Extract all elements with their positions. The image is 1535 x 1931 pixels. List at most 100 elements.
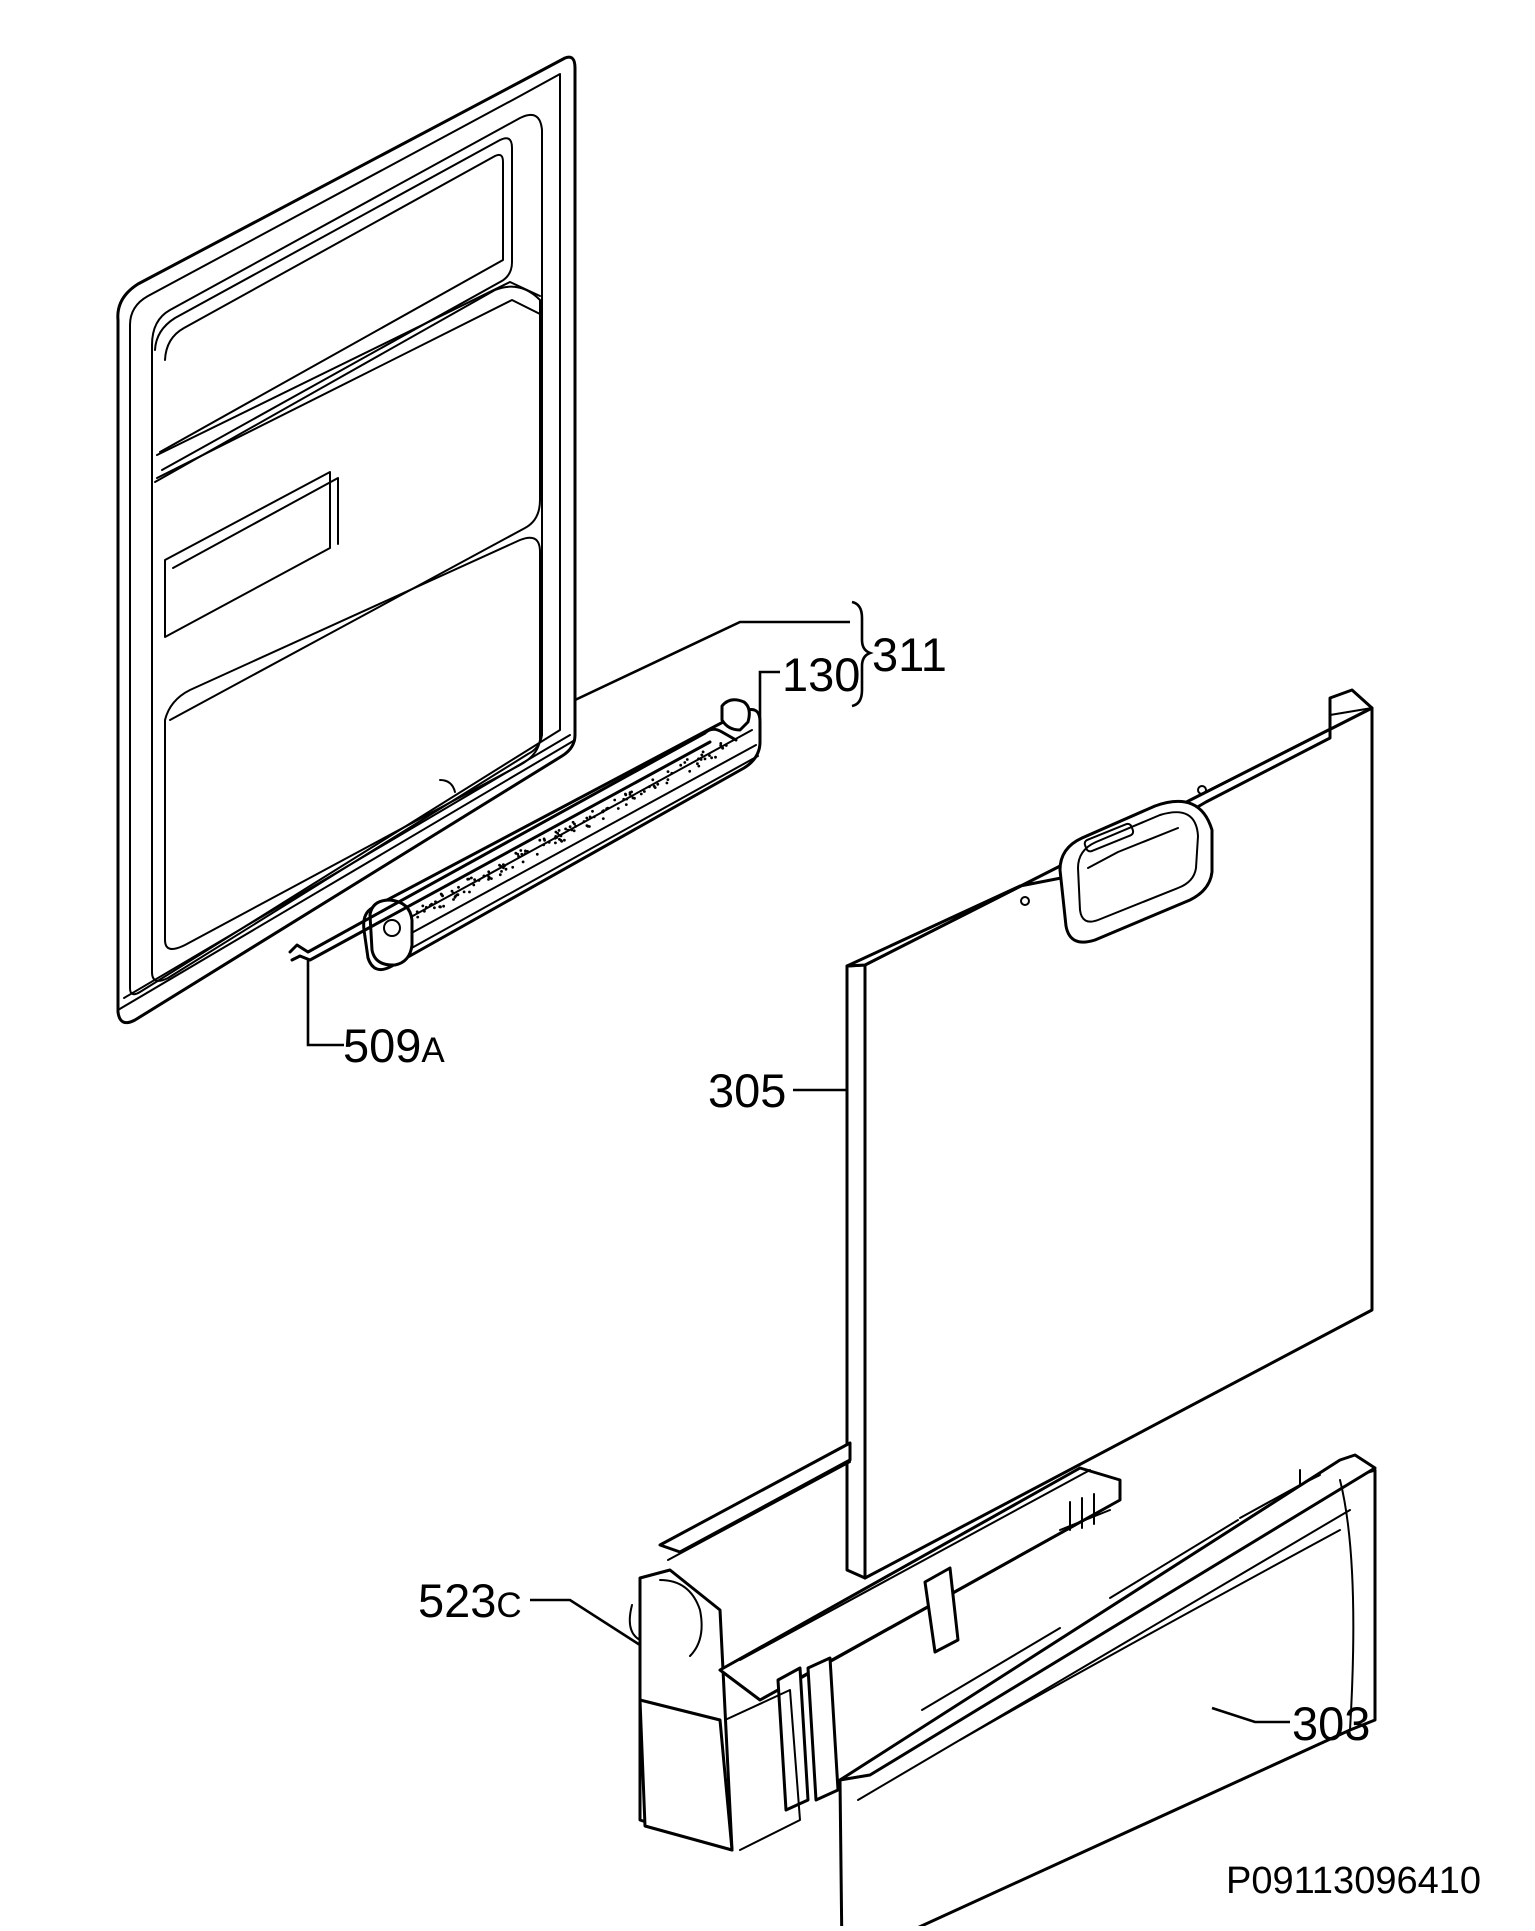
seal-texture-dot — [591, 809, 594, 813]
seal-texture-dot — [710, 756, 713, 760]
seal-texture-dot — [708, 754, 711, 757]
seal-texture-dot — [639, 792, 643, 796]
seal-texture-dot — [502, 866, 505, 870]
seal-texture-dot — [633, 796, 636, 800]
seal-texture-dot — [670, 771, 674, 775]
seal-texture-dot — [430, 902, 433, 906]
seal-texture-dot — [688, 769, 692, 773]
callout-509a-suffix: A — [421, 1031, 445, 1070]
seal-texture-dot — [574, 824, 578, 828]
seal-texture-dot — [526, 850, 529, 853]
callout-509a: 509A — [343, 1019, 445, 1072]
seal-texture-dot — [554, 835, 558, 838]
seal-texture-dot — [624, 793, 628, 797]
seal-texture-dot — [585, 816, 589, 820]
seal-texture-dot — [643, 790, 646, 793]
callout-311: 311 — [872, 628, 947, 681]
seal-texture-dot — [487, 875, 490, 878]
seal-texture-dot — [564, 827, 567, 831]
seal-texture-dot — [554, 841, 557, 845]
seal-texture-dot — [679, 763, 683, 767]
seal-texture-dot — [719, 742, 723, 745]
seal-texture-dot — [622, 797, 626, 801]
seal-texture-dot — [601, 810, 605, 814]
callout-305: 305 — [708, 1064, 786, 1117]
seal-texture-dot — [538, 838, 542, 842]
seal-texture-dot — [624, 803, 628, 806]
seal-texture-dot — [466, 877, 470, 881]
seal-texture-dot — [628, 793, 632, 796]
seal-texture-dot — [516, 852, 520, 856]
callout-523c-number: 523 — [418, 1574, 496, 1627]
seal-texture-dot — [477, 879, 481, 882]
seal-texture-dot — [535, 852, 539, 856]
seal-texture-dot — [438, 905, 442, 909]
seal-texture-dot — [588, 825, 591, 828]
drawing-code: P09113096410 — [1226, 1860, 1481, 1902]
seal-texture-dot — [473, 878, 476, 881]
kick-plate — [838, 1453, 1377, 1931]
seal-texture-dot — [558, 837, 561, 841]
seal-texture-dot — [502, 863, 505, 866]
seal-texture-dot — [582, 820, 586, 823]
seal-texture-dot — [666, 770, 670, 773]
seal-texture-dot — [519, 849, 523, 852]
seal-texture-dot — [421, 904, 425, 908]
seal-texture-dot — [504, 867, 508, 871]
seal-texture-dot — [442, 904, 445, 908]
seal-texture-dot — [472, 883, 476, 887]
seal-texture-dot — [697, 757, 700, 761]
seal-texture-dot — [557, 829, 561, 832]
seal-texture-dot — [685, 758, 689, 761]
seal-texture-dot — [648, 785, 651, 789]
seal-texture-dot — [656, 782, 660, 786]
seal-texture-dot — [523, 852, 527, 855]
seal-texture-dot — [452, 898, 455, 901]
callout-523c-suffix: C — [496, 1586, 521, 1625]
seal-texture-dot — [559, 834, 563, 838]
seal-texture-dot — [517, 855, 520, 858]
seal-texture-dot — [588, 815, 592, 819]
seal-texture-dot — [415, 910, 419, 914]
seal-texture-dot — [424, 905, 428, 909]
seal-texture-dot — [441, 894, 444, 898]
callout-523c: 523C — [418, 1574, 522, 1627]
seal-texture-dot — [482, 874, 486, 878]
seal-texture-dot — [434, 900, 437, 904]
seal-texture-dot — [699, 758, 703, 761]
callout-130: 130 — [782, 648, 860, 701]
seal-texture-dot — [566, 828, 570, 832]
seal-texture-dot — [571, 820, 575, 824]
seal-texture-dot — [560, 839, 564, 843]
seal-texture-dot — [462, 890, 466, 894]
seal-texture-dot — [721, 746, 725, 750]
callout-labels: 311 130 509A 305 523C 303 P09113096410 — [343, 628, 1481, 1902]
seal-texture-dot — [521, 860, 525, 864]
seal-texture-dot — [450, 889, 454, 893]
seal-texture-dot — [468, 890, 471, 894]
seal-texture-dot — [572, 829, 576, 833]
seal-texture-dot — [500, 870, 503, 873]
outer-door-panel — [845, 688, 1374, 1580]
seal-texture-dot — [605, 807, 609, 811]
seal-texture-dot — [568, 825, 572, 829]
seal-texture-dot — [542, 843, 546, 847]
seal-texture-dot — [696, 762, 699, 766]
seal-texture-dot — [666, 778, 670, 781]
seal-texture-dot — [697, 764, 701, 768]
seal-texture-dot — [613, 798, 617, 802]
seal-texture-dot — [703, 757, 707, 761]
seal-texture-dot — [570, 828, 574, 832]
seal-texture-dot — [457, 885, 460, 889]
seal-texture-dot — [601, 817, 605, 820]
hinge-bracket — [628, 1441, 1122, 1852]
seal-texture-dot — [470, 876, 473, 880]
seal-texture-dot — [511, 865, 515, 869]
seal-texture-dot — [423, 909, 426, 913]
seal-texture-dot — [653, 786, 657, 789]
seal-texture-dot — [520, 852, 524, 856]
seal-texture-dot — [499, 864, 503, 868]
seal-texture-dot — [487, 870, 491, 874]
seal-texture-dot — [651, 778, 655, 782]
